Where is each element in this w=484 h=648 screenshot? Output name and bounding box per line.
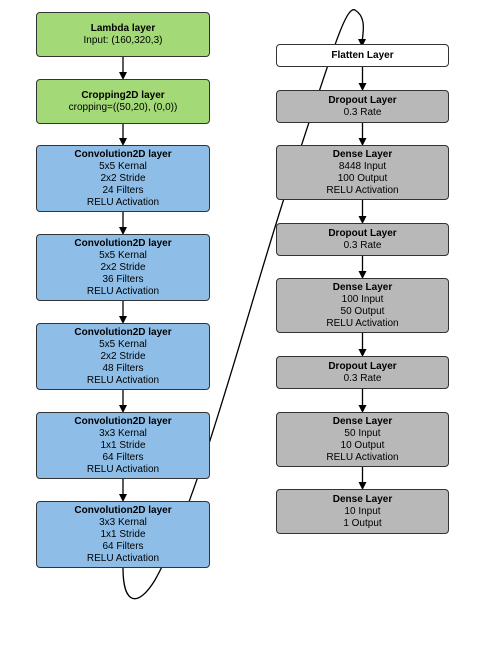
- layer-detail: 2x2 Stride: [100, 261, 146, 273]
- layer-detail: RELU Activation: [86, 196, 160, 208]
- layer-detail: 64 Filters: [102, 540, 144, 552]
- layer-detail: 1x1 Stride: [100, 439, 146, 451]
- layer-detail: 2x2 Stride: [100, 172, 146, 184]
- layer-detail: 1x1 Stride: [100, 528, 146, 540]
- layer-title: Dropout Layer: [328, 360, 397, 372]
- layer-title: Convolution2D layer: [74, 237, 172, 249]
- layer-detail: 5x5 Kernal: [99, 249, 147, 261]
- layer-detail: 0.3 Rate: [343, 239, 382, 251]
- layer-detail: RELU Activation: [86, 285, 160, 297]
- layer-detail: 24 Filters: [102, 184, 144, 196]
- layer-title: Dense Layer: [332, 281, 393, 293]
- layer-title: Dense Layer: [332, 493, 393, 505]
- layer-detail: RELU Activation: [86, 463, 160, 475]
- layer-detail: 1 Output: [343, 517, 382, 529]
- layer-detail: RELU Activation: [326, 451, 399, 463]
- layer-detail: 3x3 Kernal: [99, 516, 147, 528]
- column-connector-curve: [122, 9, 367, 600]
- layer-detail: 36 Filters: [102, 273, 144, 285]
- layer-detail: 100 Input: [341, 293, 384, 305]
- layer-detail: 3x3 Kernal: [99, 427, 147, 439]
- layer-detail: 5x5 Kernal: [99, 160, 147, 172]
- layer-detail: 8448 Input: [338, 160, 387, 172]
- layer-title: Convolution2D layer: [74, 326, 172, 338]
- layer-detail: RELU Activation: [326, 184, 399, 196]
- layer-detail: 100 Output: [337, 172, 388, 184]
- layer-detail: 50 Output: [340, 305, 385, 317]
- layer-detail: 50 Input: [344, 427, 381, 439]
- layer-detail: 5x5 Kernal: [99, 338, 147, 350]
- layer-title: Cropping2D layer: [81, 89, 165, 101]
- layer-title: Convolution2D layer: [74, 415, 172, 427]
- layer-title: Dropout Layer: [328, 94, 397, 106]
- layer-detail: 48 Filters: [102, 362, 144, 374]
- layer-detail: 2x2 Stride: [100, 350, 146, 362]
- layer-title: Lambda layer: [90, 22, 156, 34]
- layer-title: Convolution2D layer: [74, 504, 172, 516]
- layer-title: Flatten Layer: [331, 49, 394, 61]
- layer-detail: cropping=((50,20), (0,0)): [68, 101, 178, 113]
- layer-detail: 10 Input: [344, 505, 381, 517]
- layer-node-flatten: Flatten Layer: [276, 44, 449, 67]
- layer-title: Convolution2D layer: [74, 148, 172, 160]
- layer-detail: 10 Output: [340, 439, 385, 451]
- layer-detail: 64 Filters: [102, 451, 144, 463]
- layer-title: Dense Layer: [332, 148, 393, 160]
- layer-detail: RELU Activation: [326, 317, 399, 329]
- layer-detail: 0.3 Rate: [343, 106, 382, 118]
- layer-detail: RELU Activation: [86, 374, 160, 386]
- layer-detail: Input: (160,320,3): [83, 34, 163, 46]
- layer-title: Dropout Layer: [328, 227, 397, 239]
- layer-title: Dense Layer: [332, 415, 393, 427]
- layer-detail: RELU Activation: [86, 552, 160, 564]
- layer-detail: 0.3 Rate: [343, 372, 382, 384]
